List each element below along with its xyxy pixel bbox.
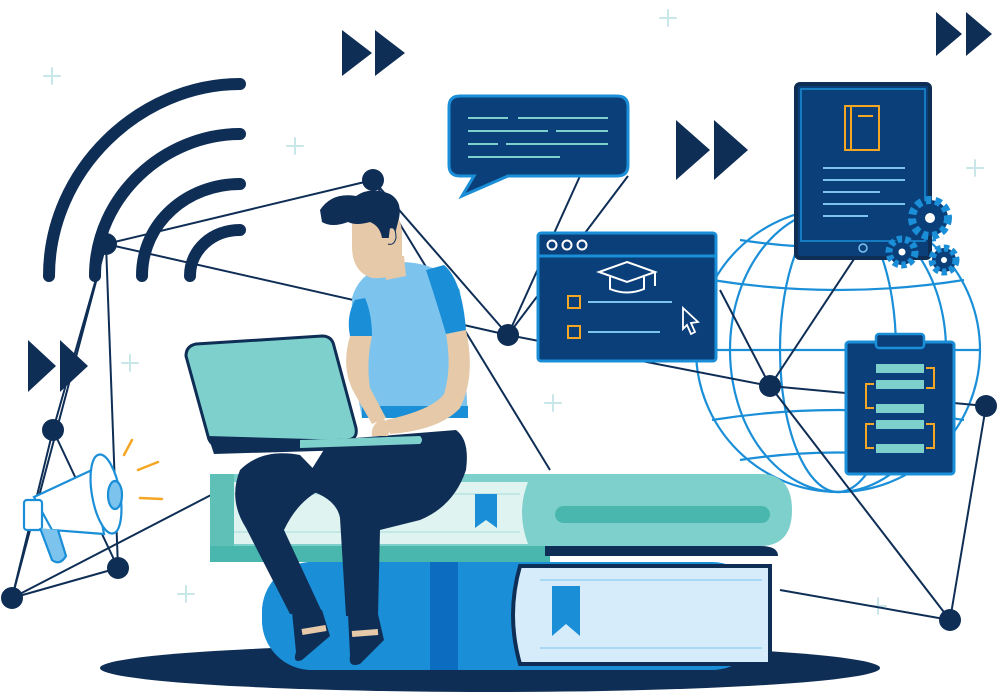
browser-window-icon (536, 231, 718, 363)
checkbox-icon (567, 295, 581, 309)
network-nodes (1, 169, 997, 631)
checkbox-icon (567, 325, 581, 339)
laptop-icon (184, 334, 422, 454)
fast-forward-icon (28, 12, 992, 392)
megaphone-icon (22, 438, 164, 564)
cursor-icon (682, 305, 700, 336)
graduation-cap-icon (596, 260, 658, 294)
bottom-book (262, 562, 772, 670)
wifi-signal-icon (43, 78, 246, 282)
bookmark-icon (552, 586, 580, 636)
person (235, 190, 470, 665)
plus-sparkle-icon (43, 9, 984, 615)
bookmark-icon (475, 494, 497, 528)
chat-bubble-icon (447, 94, 630, 200)
clipboard-flowchart-icon (844, 332, 956, 476)
gear-icon (885, 196, 960, 276)
tablet-ebook-icon (794, 82, 932, 260)
book-icon (844, 105, 880, 151)
